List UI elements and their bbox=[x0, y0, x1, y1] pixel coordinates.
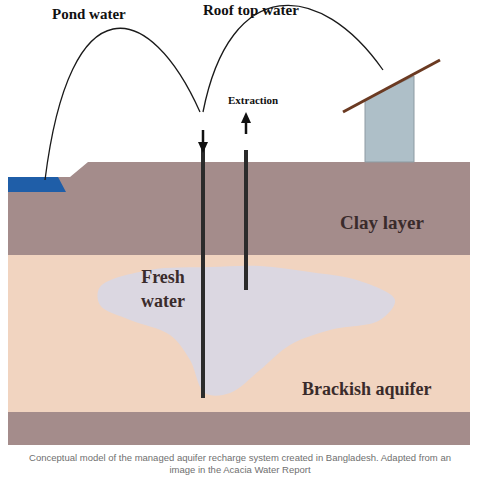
clay-layer-band-outline bbox=[8, 162, 470, 255]
house-roof bbox=[343, 60, 440, 112]
pond-flow-curve bbox=[45, 28, 200, 180]
roof-flow-curve bbox=[203, 5, 383, 112]
fresh-water-lens: Fresh water bbox=[95, 263, 400, 398]
extraction-arrow-head bbox=[241, 112, 251, 123]
extraction-arrow-shaft bbox=[245, 121, 248, 134]
brackish-aquifer-band: Brackish aquifer Fresh water bbox=[8, 255, 470, 412]
house-body bbox=[365, 76, 414, 162]
injection-arrow-shaft bbox=[202, 130, 205, 143]
injection-well bbox=[201, 148, 205, 398]
band-label: Fresh water bbox=[132, 265, 194, 313]
clay-layer-band: Clay layer bbox=[8, 162, 470, 255]
pond bbox=[8, 177, 66, 192]
extraction-label: Extraction bbox=[228, 94, 278, 106]
clay-layer-band-shape bbox=[8, 162, 470, 255]
roof-water-label: Roof top water bbox=[203, 2, 299, 19]
bottom-layer bbox=[8, 412, 470, 445]
fresh-water-lens-outline bbox=[95, 263, 400, 398]
extraction-well bbox=[244, 150, 248, 290]
figure-caption: Conceptual model of the managed aquifer … bbox=[18, 452, 462, 476]
fresh-water-lens-shape bbox=[97, 266, 395, 396]
injection-arrow-head bbox=[198, 142, 208, 153]
band-label: Brackish aquifer bbox=[302, 378, 432, 400]
pond-water-label: Pond water bbox=[52, 6, 126, 23]
band-label: Clay layer bbox=[340, 211, 424, 234]
